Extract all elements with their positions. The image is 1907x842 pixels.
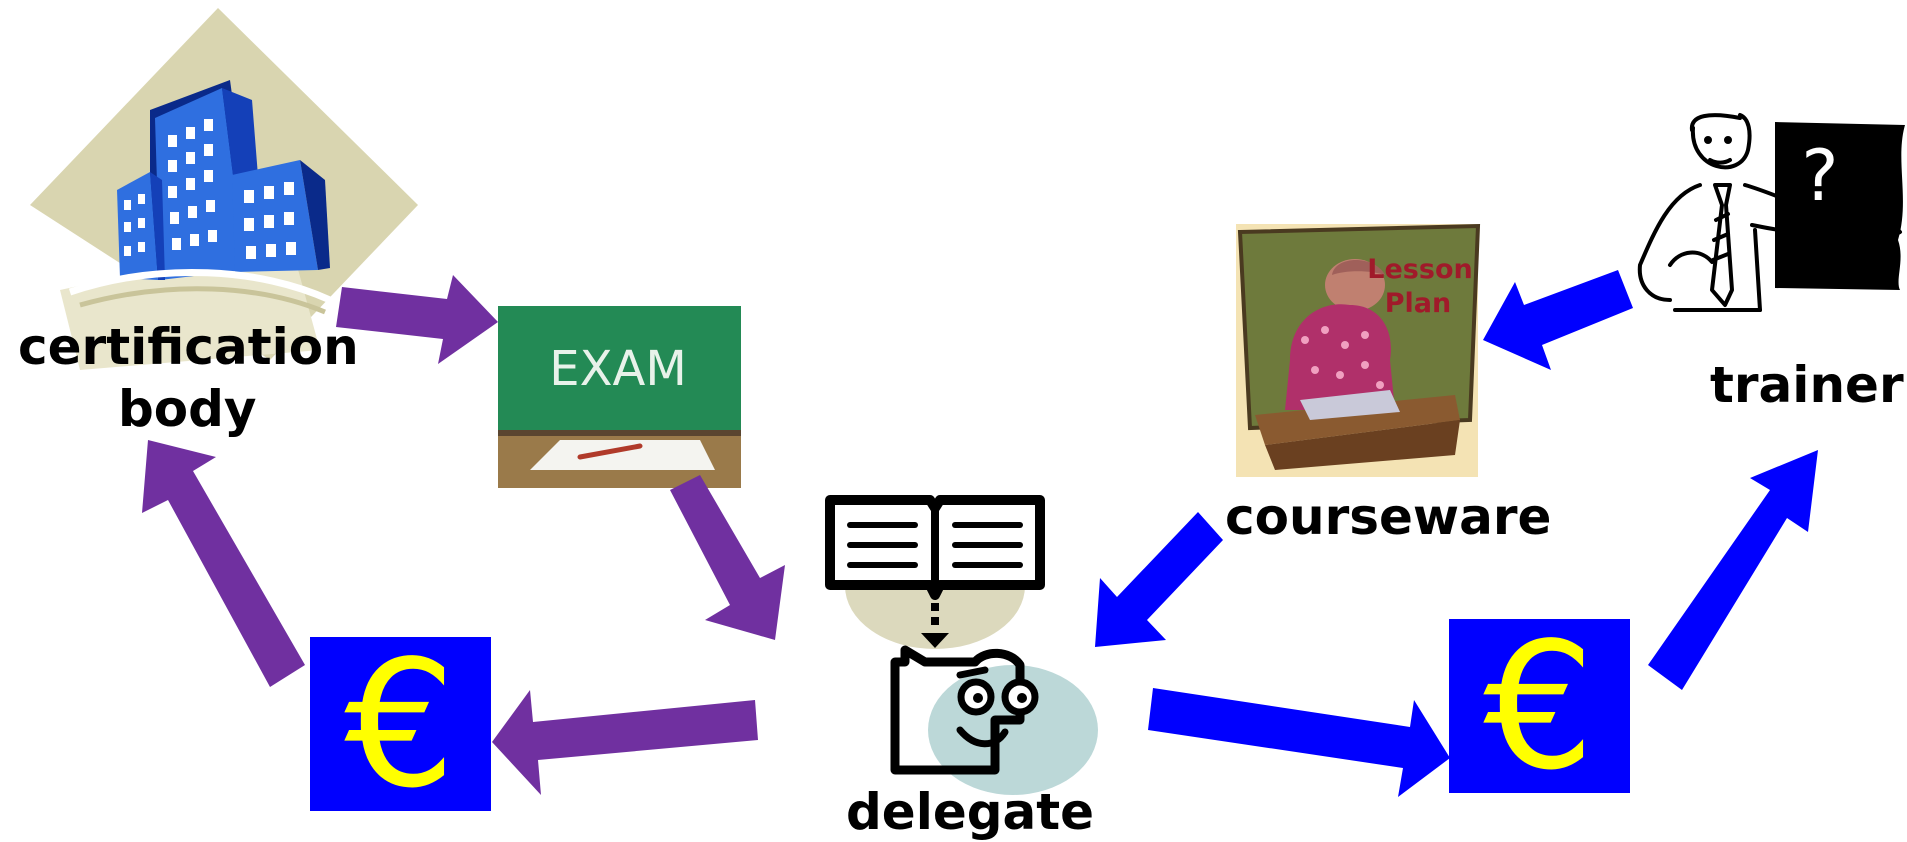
euro-icon-left: €	[310, 624, 491, 827]
euro-symbol-right: €	[1483, 606, 1594, 809]
euro-icon-right: €	[1449, 606, 1630, 809]
trainer-board-text: ?	[1801, 135, 1838, 217]
delegate-label: delegate	[846, 783, 1095, 841]
certification-body-label-line2: body	[118, 380, 257, 438]
arrow-delegate-to-euro-left	[492, 690, 758, 795]
arrow-trainer-to-courseware	[1483, 270, 1633, 370]
reader-face-icon	[825, 495, 1098, 795]
trainer-blackboard-icon: ?	[1637, 113, 1905, 312]
lesson-plan-icon: Lesson Plan	[1236, 223, 1481, 477]
certification-body-label-line1: certification	[18, 318, 359, 376]
arrow-euro-left-to-cert	[142, 440, 305, 687]
exam-chalkboard-icon: EXAM	[498, 306, 741, 488]
arrow-cert-to-exam	[336, 275, 498, 364]
euro-symbol-left: €	[344, 624, 455, 827]
office-building-icon	[30, 8, 418, 370]
lesson-plan-text-line1: Lesson	[1367, 254, 1472, 285]
arrow-euro-right-to-trainer	[1648, 450, 1818, 690]
trainer-label: trainer	[1710, 356, 1904, 414]
arrow-courseware-to-delegate	[1095, 512, 1223, 647]
exam-board-text: EXAM	[549, 341, 686, 397]
arrow-exam-to-delegate	[670, 475, 785, 640]
arrow-delegate-to-euro-right	[1148, 688, 1450, 797]
courseware-label: courseware	[1225, 488, 1552, 546]
lesson-plan-text-line2: Plan	[1385, 288, 1452, 319]
